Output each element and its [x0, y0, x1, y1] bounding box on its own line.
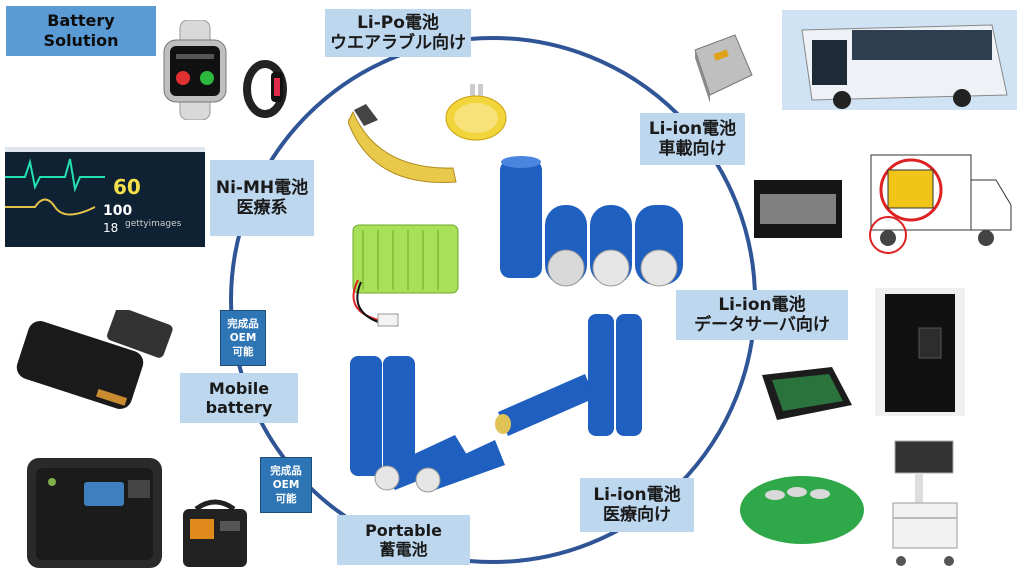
label-liion-server-line1: Li-ion電池	[718, 294, 806, 315]
patient-monitor-image: 60 100 18 gettyimages	[5, 147, 205, 247]
oem-badge-portable: 完成品 OEM 可能	[260, 457, 312, 513]
title-line1: Battery	[47, 11, 115, 30]
ev-battery-module-image	[694, 34, 753, 103]
oem-badge-line3: 可能	[232, 346, 254, 359]
label-lipo: Li-Po電池 ウエアラブル向け	[325, 9, 471, 57]
oem-badge-mobile: 完成品 OEM 可能	[220, 310, 266, 366]
monitor-value-top: 60	[113, 175, 141, 199]
server-rack-image	[875, 288, 965, 416]
stock-watermark: gettyimages	[125, 219, 182, 229]
label-portable: Portable 蓄電池	[337, 515, 470, 565]
round-lipo-cell-image	[445, 84, 507, 141]
oem-badge-line2: OEM	[272, 478, 300, 491]
medical-cart-image	[892, 440, 958, 566]
oem-badge-line2: OEM	[229, 331, 257, 344]
label-mobile-line2: battery	[205, 398, 273, 417]
cylindrical-cells-group-image	[350, 356, 505, 493]
label-liion-car-line1: Li-ion電池	[648, 118, 737, 139]
label-liion-server: Li-ion電池 データサーバ向け	[676, 290, 848, 340]
electric-bus-image	[782, 10, 1017, 110]
label-mobile: Mobile battery	[180, 373, 298, 423]
cylindrical-cells-pair-image	[495, 314, 642, 436]
label-portable-line1: Portable	[365, 520, 442, 540]
nimh-battery-pack-image	[352, 224, 459, 327]
label-liion-server-line2: データサーバ向け	[694, 315, 830, 335]
medical-cell-pack-image	[740, 476, 864, 544]
label-mobile-line1: Mobile	[208, 378, 270, 398]
battery-pack-row-image	[754, 180, 842, 238]
label-liion-car-line2: 車載向け	[658, 139, 727, 159]
page-title: Battery Solution	[6, 6, 156, 56]
smartwatch-image	[163, 20, 227, 120]
label-nimh-line1: Ni-MH電池	[215, 177, 309, 198]
curved-lipo-cell-image	[348, 104, 457, 183]
title-line2: Solution	[43, 31, 119, 50]
truck-battery-schematic-image	[869, 154, 1012, 254]
label-portable-line2: 蓄電池	[379, 540, 428, 559]
ecg-waveform-icon	[5, 158, 105, 216]
label-liion-medical-line2: 医療向け	[603, 505, 671, 525]
label-nimh: Ni-MH電池 医療系	[210, 160, 314, 236]
monitor-value-bot: 18	[103, 221, 119, 235]
fitness-band-image	[243, 60, 287, 118]
power-bank-image	[16, 310, 173, 409]
label-lipo-line2: ウエアラブル向け	[330, 33, 466, 53]
monitor-value-mid: 100	[103, 203, 133, 219]
oem-badge-line3: 可能	[275, 493, 297, 506]
label-liion-car: Li-ion電池 車載向け	[640, 113, 745, 165]
server-battery-board-image	[762, 367, 852, 420]
label-nimh-line2: 医療系	[236, 198, 288, 218]
label-lipo-line1: Li-Po電池	[357, 12, 439, 33]
portable-power-station-large-image	[27, 458, 162, 568]
oem-badge-line1: 完成品	[227, 317, 259, 330]
cylindrical-cells-cluster-image	[500, 156, 683, 287]
label-liion-medical-line1: Li-ion電池	[593, 484, 681, 505]
portable-power-station-small-image	[183, 499, 247, 567]
label-liion-medical: Li-ion電池 医療向け	[580, 478, 694, 532]
oem-badge-line1: 完成品	[270, 464, 302, 477]
